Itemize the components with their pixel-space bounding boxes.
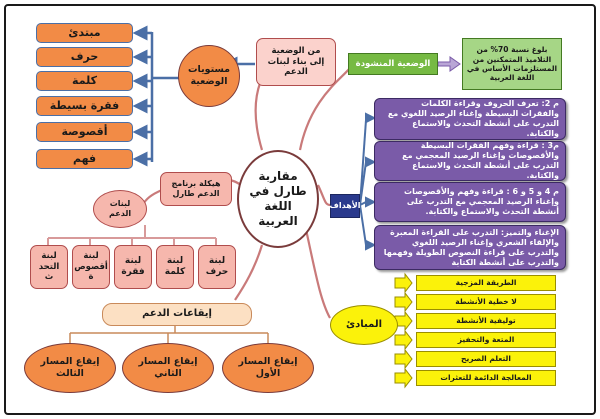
level-item: كلمة: [36, 71, 133, 91]
objective-item: م 2: تعرف الحروف وقراءة الكلمات والفقرات…: [374, 98, 566, 140]
support-block-item: لبنة التحد ث: [30, 245, 68, 289]
rhythm-item: إيقاع المسار الأول: [222, 343, 314, 393]
branch-to-rhythms: [234, 244, 264, 301]
objectives-title: الأهداف: [330, 194, 360, 218]
support-block-item: لبنة حرف: [198, 245, 236, 289]
principle-item: المعالجة الدائمة للتعثرات: [416, 370, 556, 386]
branch-to-principles: [303, 224, 331, 319]
target-arrow: [437, 56, 461, 72]
support-block-item: لبنة كلمة: [156, 245, 194, 289]
rhythms-title: إيقاعات الدعم: [102, 303, 252, 326]
levels-title: مستويات الوضعية: [178, 45, 240, 107]
principle-arrows: [394, 272, 413, 389]
target-situation: الوضعية المنشودة: [348, 53, 438, 75]
objective-arrows: [359, 112, 377, 251]
objective-item: م3 : قراءة وفهم الفقرات البسيطة والأقصوص…: [374, 141, 566, 181]
support-block-item: لبنة أقصوص ة: [72, 245, 110, 289]
level-item: حرف: [36, 47, 133, 67]
level-item: مبتدئ: [36, 23, 133, 43]
diagram-frame: [4, 4, 596, 415]
rhythm-item: إيقاع المسار الثاني: [122, 343, 214, 393]
level-item: فقرة بسيطة: [36, 96, 133, 116]
level-arrows: [132, 25, 255, 167]
support-block-item: لبنة فقرة: [114, 245, 152, 289]
objective-item: الإغناء والتميز: التدرب على القراءة المع…: [374, 225, 566, 270]
level-item: فهم: [36, 149, 133, 169]
blocks-tree: [47, 225, 217, 245]
central-node: مقاربة طارل في اللغة العربية: [237, 150, 319, 248]
program-structure: هيكلة برنامج الدعم طارل: [160, 172, 232, 206]
level-item: أقصوصة: [36, 122, 133, 142]
principle-item: الطريقة المزجية: [416, 275, 556, 291]
target-goal: بلوغ نسبة 70% من التلاميذ المتمكنين من ا…: [462, 38, 562, 90]
principles-title: المبادئ: [330, 305, 398, 345]
support-blocks-title: لبنات الدعم: [93, 190, 147, 228]
branch-to-objectives: [317, 184, 331, 207]
principle-item: التعلم الصريح: [416, 351, 556, 367]
principle-item: المتعة والتحفيز: [416, 332, 556, 348]
situation-note: من الوضعية إلى بناء لبنات الدعم: [256, 38, 336, 86]
objective-item: م 4 و 5 و 6 : قراءة وفهم والأقصوصات وإغن…: [374, 182, 566, 222]
principle-item: لا خطية الأنشطة: [416, 294, 556, 310]
branch-to-target: [298, 67, 351, 151]
principle-item: توليفية الأنشطة: [416, 313, 556, 329]
rhythm-item: إيقاع المسار الثالث: [24, 343, 116, 393]
